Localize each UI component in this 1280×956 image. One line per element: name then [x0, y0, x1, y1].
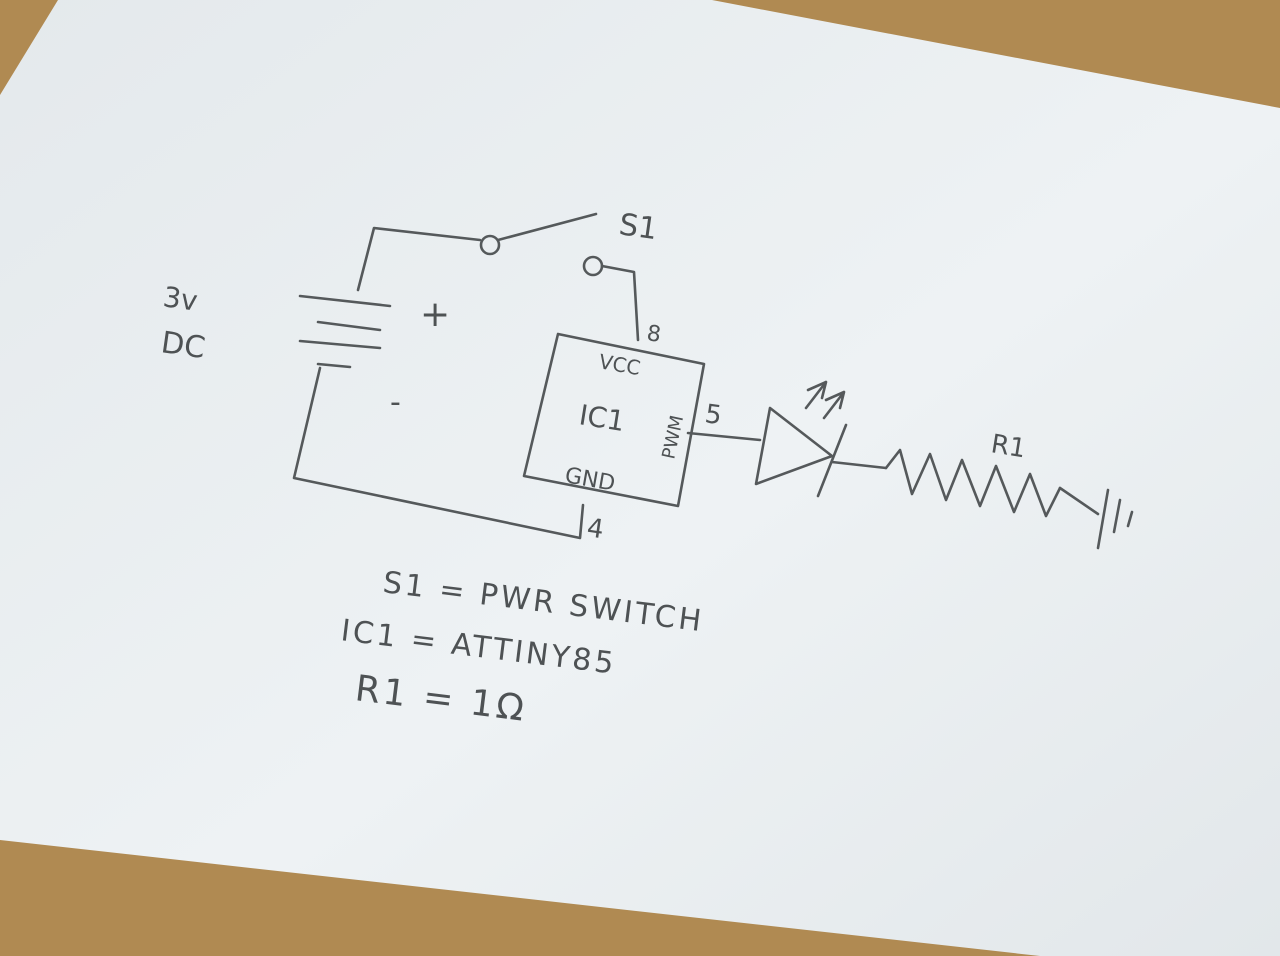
ground-bar-2: [1112, 498, 1122, 534]
ic-pin-gnd-number: 4: [585, 513, 606, 545]
wire-switch-to-vcc: [600, 264, 640, 342]
wire-pwm-to-led: [686, 431, 762, 442]
ic-pin-vcc-number: 8: [645, 321, 662, 348]
circuit-drawing: [292, 212, 1134, 550]
ic-pin-pwm-number: 5: [703, 399, 724, 431]
led-arrow-2: [822, 390, 846, 420]
ground-bar-3: [1126, 510, 1134, 528]
led-cathode-bar: [816, 423, 848, 498]
ic-name-label: IC1: [577, 398, 627, 438]
battery-plate-short-2: [316, 362, 352, 369]
wire-battery-to-switch: [356, 226, 482, 292]
led-triangle: [754, 406, 834, 486]
ground-bar-1: [1096, 488, 1110, 550]
battery-type-label: DC: [159, 325, 208, 366]
switch-label: S1: [617, 207, 660, 247]
resistor-label: R1: [989, 429, 1028, 464]
battery-voltage-label: 3v: [161, 280, 200, 317]
resistor-zigzag: [884, 448, 1062, 518]
battery-minus-label: -: [390, 385, 401, 420]
battery-plate-short-1: [316, 320, 382, 332]
wire-battery-to-gnd: [292, 366, 585, 540]
battery-plate-long-1: [298, 294, 392, 308]
ic-body: [522, 332, 706, 508]
wire-led-to-resistor: [830, 460, 888, 470]
switch-contact-1: [479, 234, 501, 256]
battery-plus-label: +: [420, 294, 450, 335]
wire-resistor-to-ground: [1058, 486, 1100, 516]
led-arrow-1: [804, 380, 828, 410]
battery-plate-long-2: [298, 339, 382, 350]
switch-lever: [496, 212, 598, 242]
